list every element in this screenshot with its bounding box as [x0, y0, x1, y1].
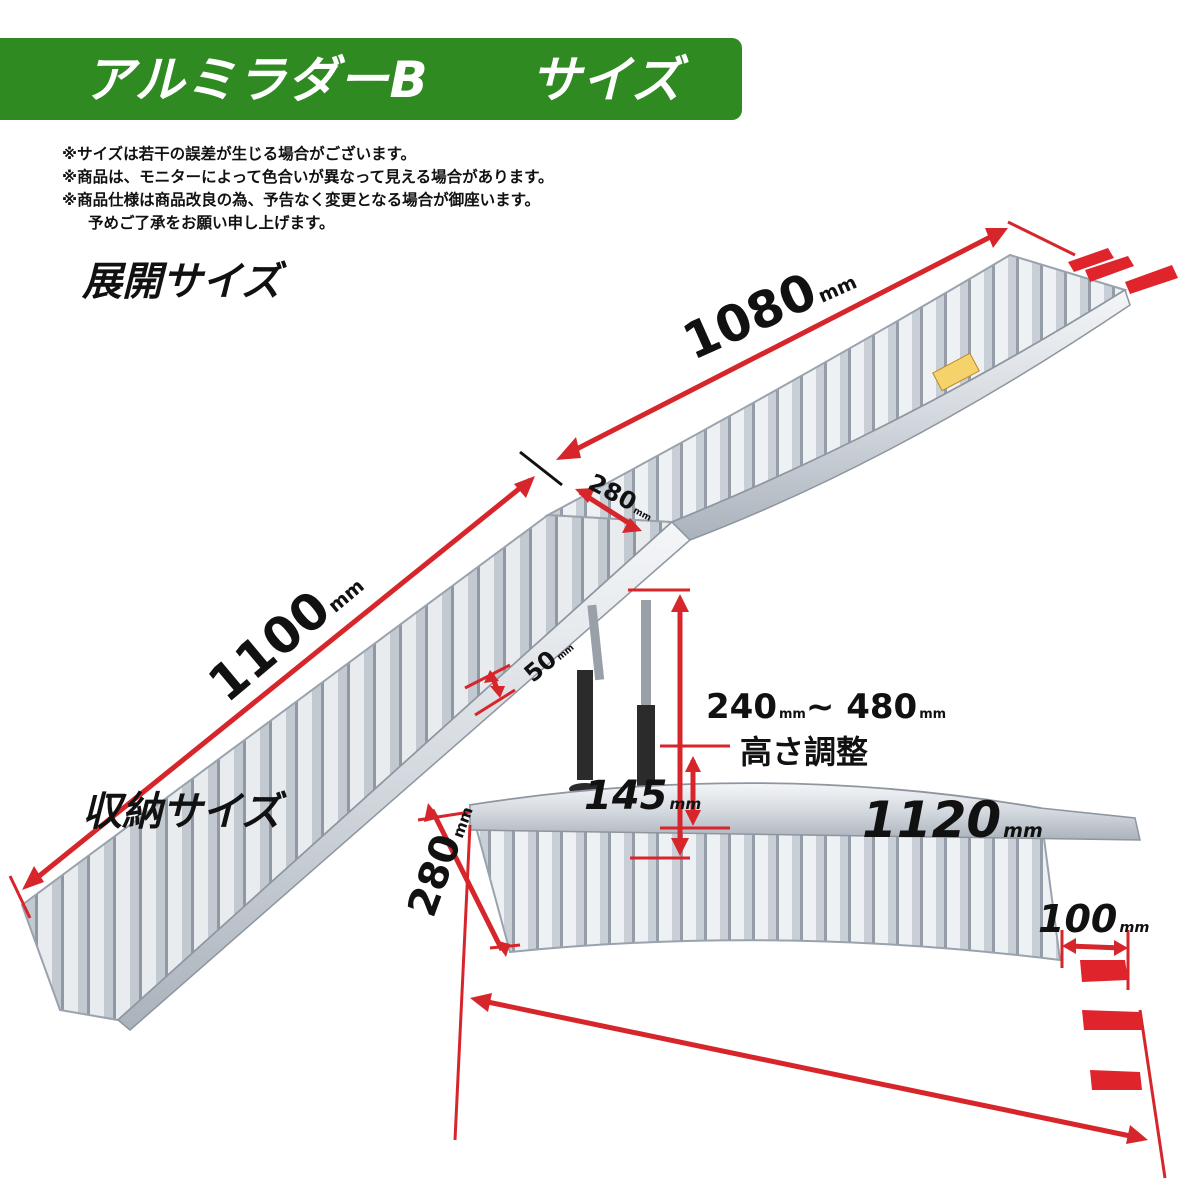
- ramp-hooks: [1068, 248, 1178, 294]
- ramp-upper-section: [544, 253, 1131, 541]
- note-line: 予めご了承をお願い申し上げます。: [88, 214, 335, 232]
- stored-ramp: [468, 782, 1142, 1090]
- note-line: ※商品は、モニターによって色合いが異なって見える場合があります。: [62, 168, 554, 186]
- warning-label: [932, 352, 980, 392]
- stored-size-title: 収納サイズ: [82, 789, 281, 835]
- notes: ※サイズは若干の誤差が生じる場合がございます。 ※商品は、モニターによって色合い…: [62, 143, 762, 235]
- dimension-lines-deployed: [8, 220, 1076, 919]
- ramp-lower-section: [20, 513, 692, 1031]
- page-title: アルミラダーB サイズ: [84, 51, 683, 109]
- header-banner: [0, 38, 742, 120]
- note-line: ※サイズは若干の誤差が生じる場合がございます。: [62, 145, 417, 163]
- note-line: ※商品仕様は商品改良の為、予告なく変更となる場合が御座います。: [62, 191, 541, 209]
- dimension-lines-stored: [417, 744, 1167, 1179]
- deployed-size-title: 展開サイズ: [82, 259, 281, 305]
- dim-height-label: 高さ調整: [740, 733, 869, 771]
